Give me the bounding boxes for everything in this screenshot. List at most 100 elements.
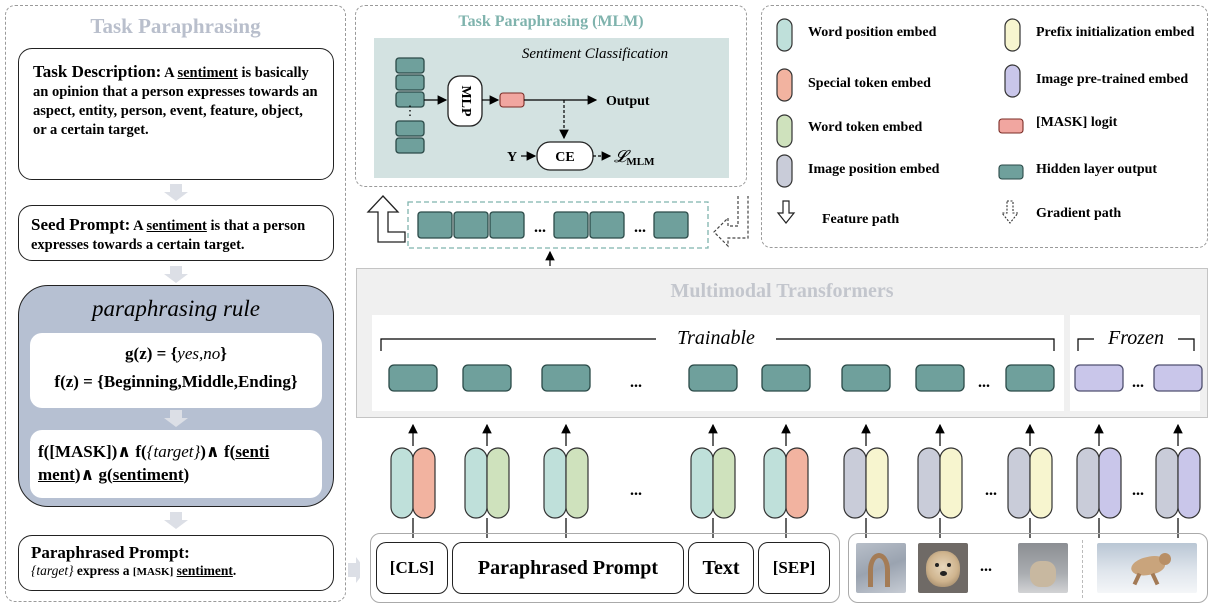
token-embed	[939, 447, 963, 519]
position-embed	[690, 447, 714, 519]
trainable-section	[372, 315, 1064, 411]
svg-text:...: ...	[978, 374, 990, 391]
transformer-title: Multimodal Transformers	[670, 280, 894, 302]
token-embed	[865, 447, 889, 519]
sep-token: [SEP]	[758, 542, 830, 594]
position-embed	[1007, 447, 1031, 519]
embedding-pair	[1076, 423, 1122, 538]
embedding-pair	[1155, 423, 1201, 538]
text-input-container	[370, 533, 840, 603]
down-arrow-icon	[164, 410, 188, 427]
svg-text:...: ...	[1132, 374, 1144, 391]
legend-label-prefix-init: Prefix initialization embed	[1036, 25, 1195, 40]
position-embed	[1076, 447, 1100, 519]
image-patch-3	[1018, 543, 1068, 593]
image-full	[1097, 543, 1197, 593]
paraphrasing-rule-title: paraphrasing rule	[91, 296, 261, 321]
image-position-embed-swatch	[776, 154, 793, 188]
special-token-embed-swatch	[776, 68, 793, 102]
svg-text:CE: CE	[555, 150, 574, 165]
svg-text:...: ...	[534, 219, 546, 236]
position-embed	[390, 447, 414, 519]
embedding-pair	[843, 423, 889, 538]
legend-icons	[776, 18, 1024, 224]
token-embed	[1029, 447, 1053, 519]
trainable-blocks	[388, 364, 1055, 392]
paraphrased-prompt-token: Paraphrased Prompt	[452, 542, 684, 594]
image-input-container	[848, 533, 1208, 603]
left-panel-title: Task Paraphrasing	[90, 14, 261, 38]
gradient-path-icon	[713, 196, 749, 248]
legend-label-hidden-layer: Hidden layer output	[1036, 162, 1158, 177]
trainable-label: Trainable	[677, 327, 755, 349]
output-label: Output	[606, 94, 650, 109]
svg-text:...: ...	[1132, 482, 1144, 499]
legend-label-feature-path: Feature path	[822, 212, 900, 227]
mlm-panel	[355, 5, 747, 187]
svg-text:...: ...	[630, 374, 642, 391]
left-flow-arrows	[164, 184, 360, 583]
mlm-subtitle: Sentiment Classification	[521, 46, 669, 62]
legend-panel	[761, 5, 1208, 248]
prefix-init-embed-swatch	[1004, 18, 1021, 52]
mlm-diagram: ⋮ MLP Output Y CE 𝓛MLM	[395, 57, 655, 171]
task-paraphrasing-panel	[5, 5, 346, 602]
rule-conditions-box	[30, 430, 322, 498]
rule-g-line: g(z) = {yes,no}	[125, 344, 227, 363]
embedding-pair	[917, 423, 963, 538]
embedding-pills: ... ... ...	[390, 423, 1201, 538]
task-description-box: Task Description: A sentiment is basical…	[18, 48, 334, 180]
sentiment-word: sentiment	[177, 65, 238, 81]
word-position-embed-swatch	[776, 18, 793, 52]
token-embed	[785, 447, 809, 519]
hidden-state-stack	[395, 57, 425, 154]
gradient-path-legend-icon	[1000, 200, 1020, 224]
embedding-pair	[464, 423, 510, 538]
task-description-label: Task Description:	[33, 62, 162, 81]
image-pretrained-embed-swatch	[1004, 64, 1021, 98]
position-embed	[464, 447, 488, 519]
legend-label-image-pretrained: Image pre-trained embed	[1036, 72, 1189, 87]
position-embed	[763, 447, 787, 519]
token-embed	[486, 447, 510, 519]
word-token-embed-swatch	[776, 114, 793, 148]
token-embed	[412, 447, 436, 519]
down-arrow-icon	[164, 266, 188, 283]
seed-prompt-box: Seed Prompt: A sentiment is that a perso…	[18, 205, 334, 261]
text-token: Text	[688, 542, 754, 594]
mask-logit-swatch	[998, 118, 1024, 134]
svg-text:...: ...	[630, 482, 642, 499]
embedding-pair	[543, 423, 589, 538]
rule-f-line: f(z) = {Beginning,Middle,Ending}	[54, 372, 298, 391]
legend-label-image-position: Image position embed	[808, 162, 940, 177]
position-embed	[843, 447, 867, 519]
embedding-pair	[690, 423, 736, 538]
position-embed	[1155, 447, 1179, 519]
feature-path-up-icon	[366, 195, 406, 243]
image-dots: ...	[980, 558, 992, 575]
cls-token: [CLS]	[376, 542, 448, 594]
image-patch-2	[918, 543, 968, 593]
mlm-loss-label: 𝓛MLM	[614, 147, 655, 168]
frozen-section	[1070, 315, 1200, 411]
feature-path-icon	[776, 200, 796, 224]
frozen-label: Frozen	[1107, 327, 1164, 349]
svg-text:...: ...	[985, 482, 997, 499]
label-y: Y	[507, 150, 517, 165]
down-arrow-icon	[164, 184, 188, 201]
token-embed	[1177, 447, 1201, 519]
embedding-pair	[1007, 423, 1053, 538]
image-divider	[1082, 540, 1083, 598]
svg-text:...: ...	[634, 219, 646, 236]
down-arrow-icon	[164, 512, 188, 529]
mlm-title: Task Paraphrasing (MLM)	[458, 13, 644, 30]
mlp-label: MLP	[458, 85, 473, 117]
position-embed	[917, 447, 941, 519]
mask-logit-box	[499, 92, 525, 108]
hidden-layer-output-swatch	[998, 164, 1024, 180]
embedding-pair	[390, 423, 436, 538]
seed-prompt-label: Seed Prompt:	[31, 215, 131, 234]
right-arrow-icon	[348, 557, 360, 583]
token-embed	[712, 447, 736, 519]
